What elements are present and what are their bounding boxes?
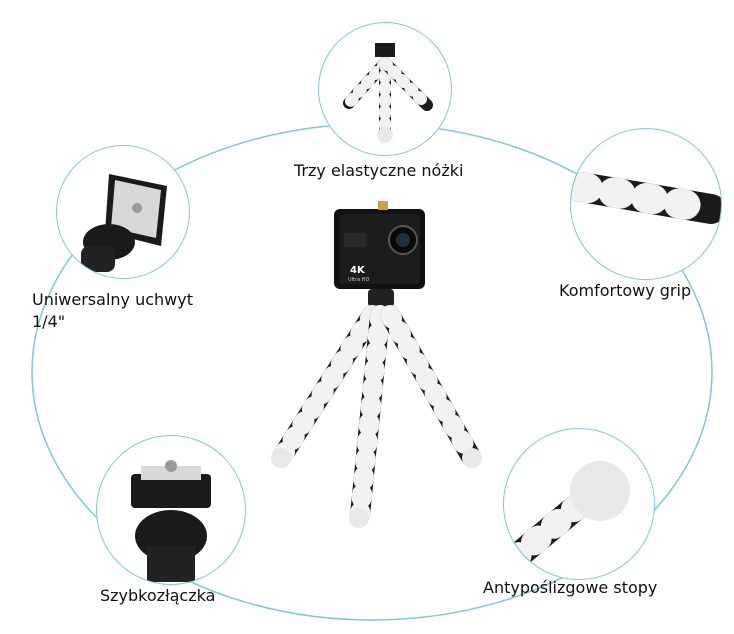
label-flexible-legs: Trzy elastyczne nóżki [294,161,464,180]
label-universal-mount-line2: 1/4" [32,312,66,331]
tripod-legs [271,305,482,528]
tripod-foot [271,448,291,468]
camera-badge: 4K [350,265,366,276]
label-universal-mount-line1: Uniwersalny uchwyt [32,290,193,309]
label-comfortable-grip: Komfortowy grip [559,281,692,300]
detail-circle-feet [503,428,655,580]
label-anti-slip-feet: Antypoślizgowe stopy [483,578,658,597]
tripod-foot [462,448,482,468]
detail-circle-grip [570,128,722,280]
detail-circle-mount [56,145,190,279]
tripod-foot [349,508,369,528]
detail-circle-legs [318,22,452,156]
label-quick-release: Szybkozłączka [100,586,216,605]
label-universal-mount: Uniwersalny uchwyt 1/4" [32,289,193,333]
detail-circle-quick-release [96,435,246,585]
camera-sub: Ultra HD [348,277,369,283]
